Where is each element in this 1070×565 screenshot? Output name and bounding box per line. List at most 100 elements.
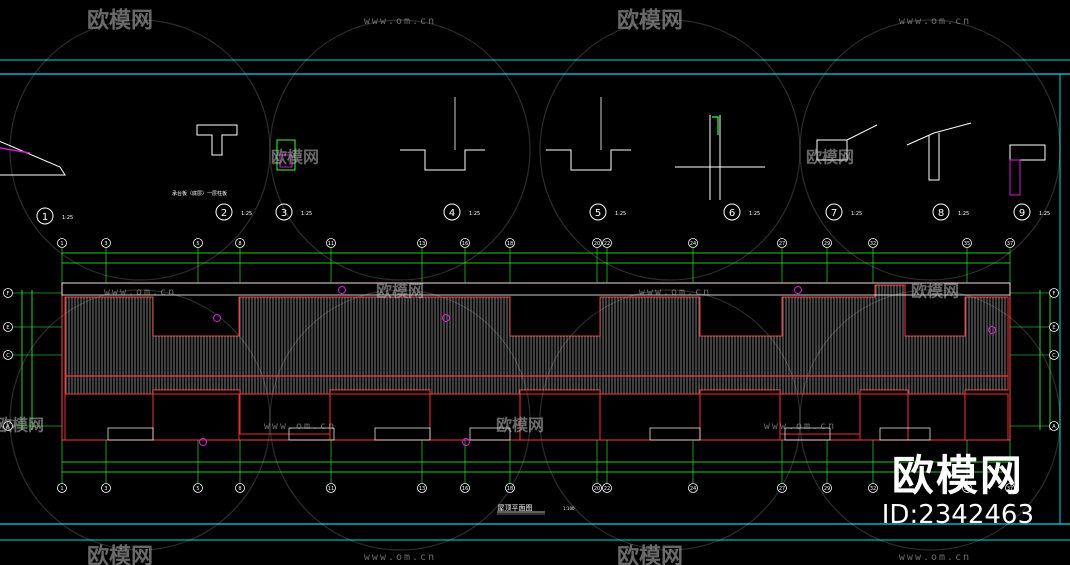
side-axis-label: E: [1052, 325, 1055, 331]
detail-3: 3 1:25: [275, 139, 312, 221]
balcony-0: [107, 427, 154, 441]
detail-number: 8: [938, 208, 944, 219]
axis-label: 16: [462, 241, 468, 247]
lower-bay-11: [964, 393, 1009, 441]
detail-bubble-4: [443, 203, 461, 221]
detail-number: 4: [449, 208, 455, 219]
axis-bubble: [326, 238, 336, 248]
axis-label: 8: [238, 486, 241, 492]
watermark-brand: 欧模网: [87, 8, 153, 34]
axis-bubble: [460, 483, 470, 493]
axis-label: 32: [870, 486, 876, 492]
balcony-1: [288, 427, 335, 441]
watermark-url: www.om.cn: [899, 552, 971, 563]
axis-bubble: [777, 483, 787, 493]
detail-bubble-3: [275, 203, 293, 221]
side-axis-bubble: [3, 421, 13, 431]
watermark-brand: 欧模网: [617, 8, 683, 34]
watermark-brand: 欧模网: [271, 148, 319, 167]
lower-bay-1: [152, 393, 240, 441]
detail-number: 1: [42, 212, 48, 223]
axis-label: 8: [238, 241, 241, 247]
axis-bubble: [101, 238, 111, 248]
axis-bubble: [505, 238, 515, 248]
watermark-url: www.om.cn: [104, 287, 176, 298]
axis-bubble: [962, 483, 972, 493]
detail-bubble-2: [215, 203, 233, 221]
roof-drains: [199, 286, 996, 446]
detail-scale: 1:25: [958, 211, 969, 217]
watermark-brand: 欧模网: [0, 416, 44, 435]
axis-label: 18: [507, 241, 513, 247]
axis-label: 13: [419, 241, 425, 247]
axis-bubble: [505, 483, 515, 493]
axis-bubble: [235, 483, 245, 493]
watermark-url: www.om.cn: [364, 552, 436, 563]
side-axis-bubble: [1049, 350, 1059, 360]
detail-scale: 1:25: [851, 211, 862, 217]
detail-scale: 1:25: [62, 215, 73, 221]
axis-label: 22: [604, 486, 610, 492]
side-axis-bubble: [3, 288, 13, 298]
axis-label: 1: [60, 486, 63, 492]
axis-bubble: [235, 238, 245, 248]
watermark-url: www.om.cn: [364, 16, 436, 27]
side-axis-bubbles: F F E E C C A A: [3, 288, 1059, 431]
watermark-brand: 欧模网: [376, 282, 424, 301]
detail-number: 9: [1019, 208, 1025, 219]
detail-scale: 1:25: [301, 211, 312, 217]
axis-label: 27: [779, 486, 785, 492]
detail-number: 7: [831, 208, 837, 219]
watermark-brand: 欧模网: [806, 148, 854, 167]
axis-bubble: [688, 483, 698, 493]
side-axis-label: C: [6, 353, 10, 359]
detail-7: 7 1:25: [816, 124, 878, 221]
axis-label: 3: [104, 486, 107, 492]
plan-title: 屋顶平面图: [498, 504, 533, 512]
axis-bubble: [460, 238, 470, 248]
axis-bubble: [868, 238, 878, 248]
detail-scale: 1:25: [241, 211, 252, 217]
watermark-url: www.om.cn: [639, 287, 711, 298]
axis-bubble: [1005, 483, 1015, 493]
side-axis-label: A: [6, 424, 10, 430]
axis-label: 16: [462, 486, 468, 492]
balcony-3: [469, 427, 511, 441]
detail-bubble-9: [1013, 203, 1031, 221]
axis-bubble: [417, 483, 427, 493]
balcony-2: [374, 427, 431, 441]
axis-label: 20: [594, 486, 600, 492]
detail-number: 6: [729, 208, 735, 219]
side-axis-bubble: [3, 350, 13, 360]
detail-number: 3: [281, 208, 287, 219]
side-axis-label: F: [1053, 291, 1056, 297]
axis-bubble: [57, 483, 67, 493]
balcony-4: [649, 427, 701, 441]
side-axis-label: A: [1052, 424, 1056, 430]
brand-corner-mark: 欧模网 ID:2342463: [882, 452, 1034, 531]
axis-label: 37: [1007, 241, 1013, 247]
axis-bubble: [57, 238, 67, 248]
side-axis-label: F: [7, 291, 10, 297]
detail-4: 4 1:25: [400, 97, 485, 221]
axis-bubble: [417, 238, 427, 248]
detail-bubble-6: [723, 203, 741, 221]
axis-label: 11: [328, 486, 334, 492]
detail-scale: 1:25: [469, 211, 480, 217]
axis-bubble: [602, 238, 612, 248]
axis-bubble: [193, 483, 203, 493]
axis-label: 20: [594, 241, 600, 247]
axis-label: 1: [60, 241, 63, 247]
watermark-url: www.om.cn: [264, 421, 336, 432]
axis-label: 18: [507, 486, 513, 492]
detail-number: 5: [595, 208, 601, 219]
axis-label: 32: [870, 241, 876, 247]
detail-number: 2: [221, 208, 227, 219]
side-axis-label: C: [1052, 353, 1056, 359]
axis-bubble: [868, 483, 878, 493]
side-axis-label: E: [6, 325, 9, 331]
axis-label: 11: [328, 241, 334, 247]
watermark-brand: 欧模网: [496, 416, 544, 435]
